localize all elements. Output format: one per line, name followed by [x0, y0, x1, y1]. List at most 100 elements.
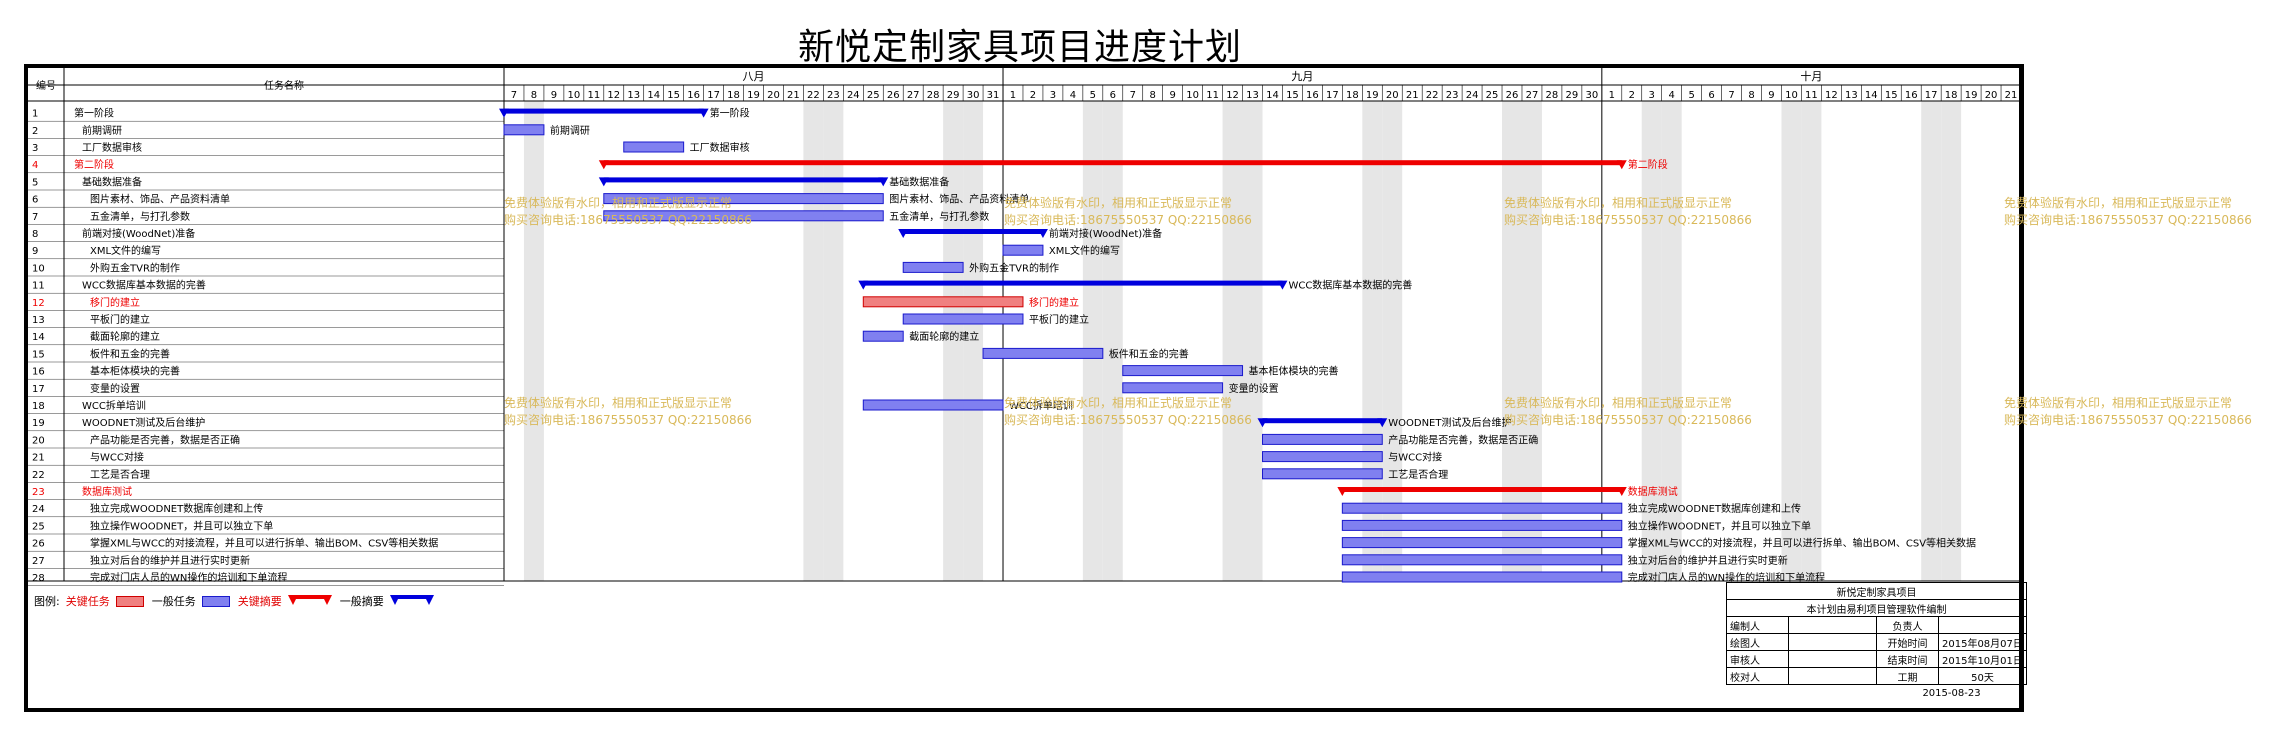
day-label: 19 — [1965, 90, 1978, 101]
task-id: 19 — [32, 418, 45, 429]
summary-bar-end-cap — [1277, 280, 1288, 290]
watermark-line1: 免费体验版有水印，相用和正式版显示正常 — [2004, 395, 2232, 410]
weekend-shade — [1242, 101, 1263, 581]
watermark-line2: 购买咨询电话:18675550537 QQ:22150866 — [2004, 212, 2252, 227]
task-id: 9 — [32, 246, 38, 257]
summary-bar-start-cap — [598, 160, 609, 170]
legend-label: 图例: — [34, 595, 60, 608]
task-bar — [1341, 571, 1623, 583]
day-label: 30 — [1585, 90, 1598, 101]
task-id: 20 — [32, 435, 45, 446]
task-id: 6 — [32, 195, 38, 206]
task-bar — [982, 347, 1104, 359]
task-name: 独立完成WOODNET数据库创建和上传 — [90, 502, 263, 515]
day-label: 26 — [887, 90, 900, 101]
day-label: 18 — [1945, 90, 1958, 101]
task-name: 基础数据准备 — [82, 175, 142, 188]
weekend-shade — [943, 101, 964, 581]
summary-bar — [603, 177, 884, 183]
task-id: 26 — [32, 539, 45, 550]
bar-label: 基础数据准备 — [889, 175, 949, 188]
bar-label: 产品功能是否完善，数据是否正确 — [1388, 433, 1538, 446]
legend-critical-task-swatch — [115, 595, 144, 607]
task-bar — [1341, 519, 1623, 531]
task-id: 3 — [32, 143, 38, 154]
title-block: 新悦定制家具项目 本计划由易利项目管理软件编制 编制人 负责人 绘图人 开始时间… — [1726, 582, 2027, 701]
task-name: 移门的建立 — [90, 296, 140, 309]
bar-label: 图片素材、饰品、产品资料清单 — [889, 193, 1029, 206]
task-bar — [623, 141, 685, 153]
summary-bar-start-cap — [858, 280, 869, 290]
day-label: 15 — [1286, 90, 1299, 101]
bar-label: 数据库测试 — [1628, 485, 1678, 498]
watermark-line2: 购买咨询电话:18675550537 QQ:22150866 — [1504, 412, 1752, 427]
task-bar — [1341, 502, 1623, 514]
task-bar — [902, 261, 964, 273]
day-label: 17 — [1326, 90, 1339, 101]
chart-title: 新悦定制家具项目进度计划 — [797, 27, 1242, 68]
day-label: 17 — [707, 90, 720, 101]
day-label: 31 — [987, 90, 1000, 101]
task-name: WOODNET测试及后台维护 — [82, 416, 205, 429]
day-label: 29 — [1566, 90, 1579, 101]
day-label: 3 — [1050, 90, 1056, 101]
task-id: 2 — [32, 126, 38, 137]
summary-bar-start-cap — [499, 108, 509, 118]
day-label: 16 — [1905, 90, 1918, 101]
day-label: 2 — [1030, 90, 1036, 101]
title-block-key: 编制人 — [1726, 616, 1789, 634]
task-bar — [1262, 451, 1383, 463]
weekend-shade — [1102, 101, 1123, 581]
day-label: 13 — [1246, 90, 1259, 101]
title-block-key: 审核人 — [1726, 650, 1789, 668]
day-label: 10 — [567, 90, 580, 101]
month-label: 九月 — [1291, 70, 1313, 83]
task-id: 4 — [32, 160, 38, 171]
day-label: 24 — [1466, 90, 1479, 101]
bar-label: 截面轮廓的建立 — [909, 330, 979, 343]
weekend-shade — [803, 101, 824, 581]
summary-bar — [1262, 418, 1383, 424]
task-id: 28 — [32, 573, 45, 584]
day-label: 15 — [1885, 90, 1898, 101]
day-label: 12 — [1825, 90, 1838, 101]
summary-bar — [1342, 487, 1622, 492]
legend: 图例: 关键任务 一般任务 关键摘要 一般摘要 — [34, 591, 442, 611]
day-label: 11 — [1206, 90, 1219, 101]
day-label: 30 — [967, 90, 980, 101]
task-id: 23 — [32, 487, 45, 498]
bar-label: 工厂数据审核 — [690, 141, 750, 154]
summary-bar-end-cap — [1037, 229, 1048, 238]
title-block-key: 绘图人 — [1726, 633, 1789, 651]
day-label: 25 — [1486, 90, 1499, 101]
task-bar — [862, 330, 904, 342]
day-label: 13 — [1845, 90, 1858, 101]
title-block-key: 工期 — [1876, 667, 1939, 685]
bar-label: 移门的建立 — [1029, 296, 1079, 309]
bar-label: 完成对门店人员的WN操作的培训和下单流程 — [1628, 571, 1825, 584]
day-label: 17 — [1925, 90, 1938, 101]
task-name: 完成对门店人员的WN操作的培训和下单流程 — [90, 571, 287, 584]
weekend-shade — [1661, 101, 1682, 581]
day-label: 14 — [647, 90, 660, 101]
bar-label: 外购五金TVR的制作 — [969, 261, 1059, 274]
day-label: 29 — [947, 90, 960, 101]
task-name: 前期调研 — [82, 124, 122, 137]
weekend-shade — [523, 101, 544, 581]
task-name: 前端对接(WoodNet)准备 — [82, 227, 195, 240]
summary-bar-end-cap — [878, 177, 889, 187]
title-block-value — [1788, 633, 1877, 651]
weekend-shade — [1941, 101, 1962, 581]
day-label: 13 — [627, 90, 640, 101]
bar-label: 独立完成WOODNET数据库创建和上传 — [1628, 502, 1801, 515]
bar-label: 工艺是否合理 — [1388, 468, 1448, 481]
day-label: 6 — [1708, 90, 1714, 101]
summary-bar — [863, 280, 1283, 286]
summary-bar-start-cap — [1257, 418, 1268, 428]
task-name: 工厂数据审核 — [82, 141, 142, 154]
summary-bar — [903, 229, 1043, 234]
task-name: WCC拆单培训 — [82, 399, 146, 412]
day-label: 7 — [511, 90, 517, 101]
day-label: 21 — [787, 90, 800, 101]
task-id: 14 — [32, 332, 45, 343]
